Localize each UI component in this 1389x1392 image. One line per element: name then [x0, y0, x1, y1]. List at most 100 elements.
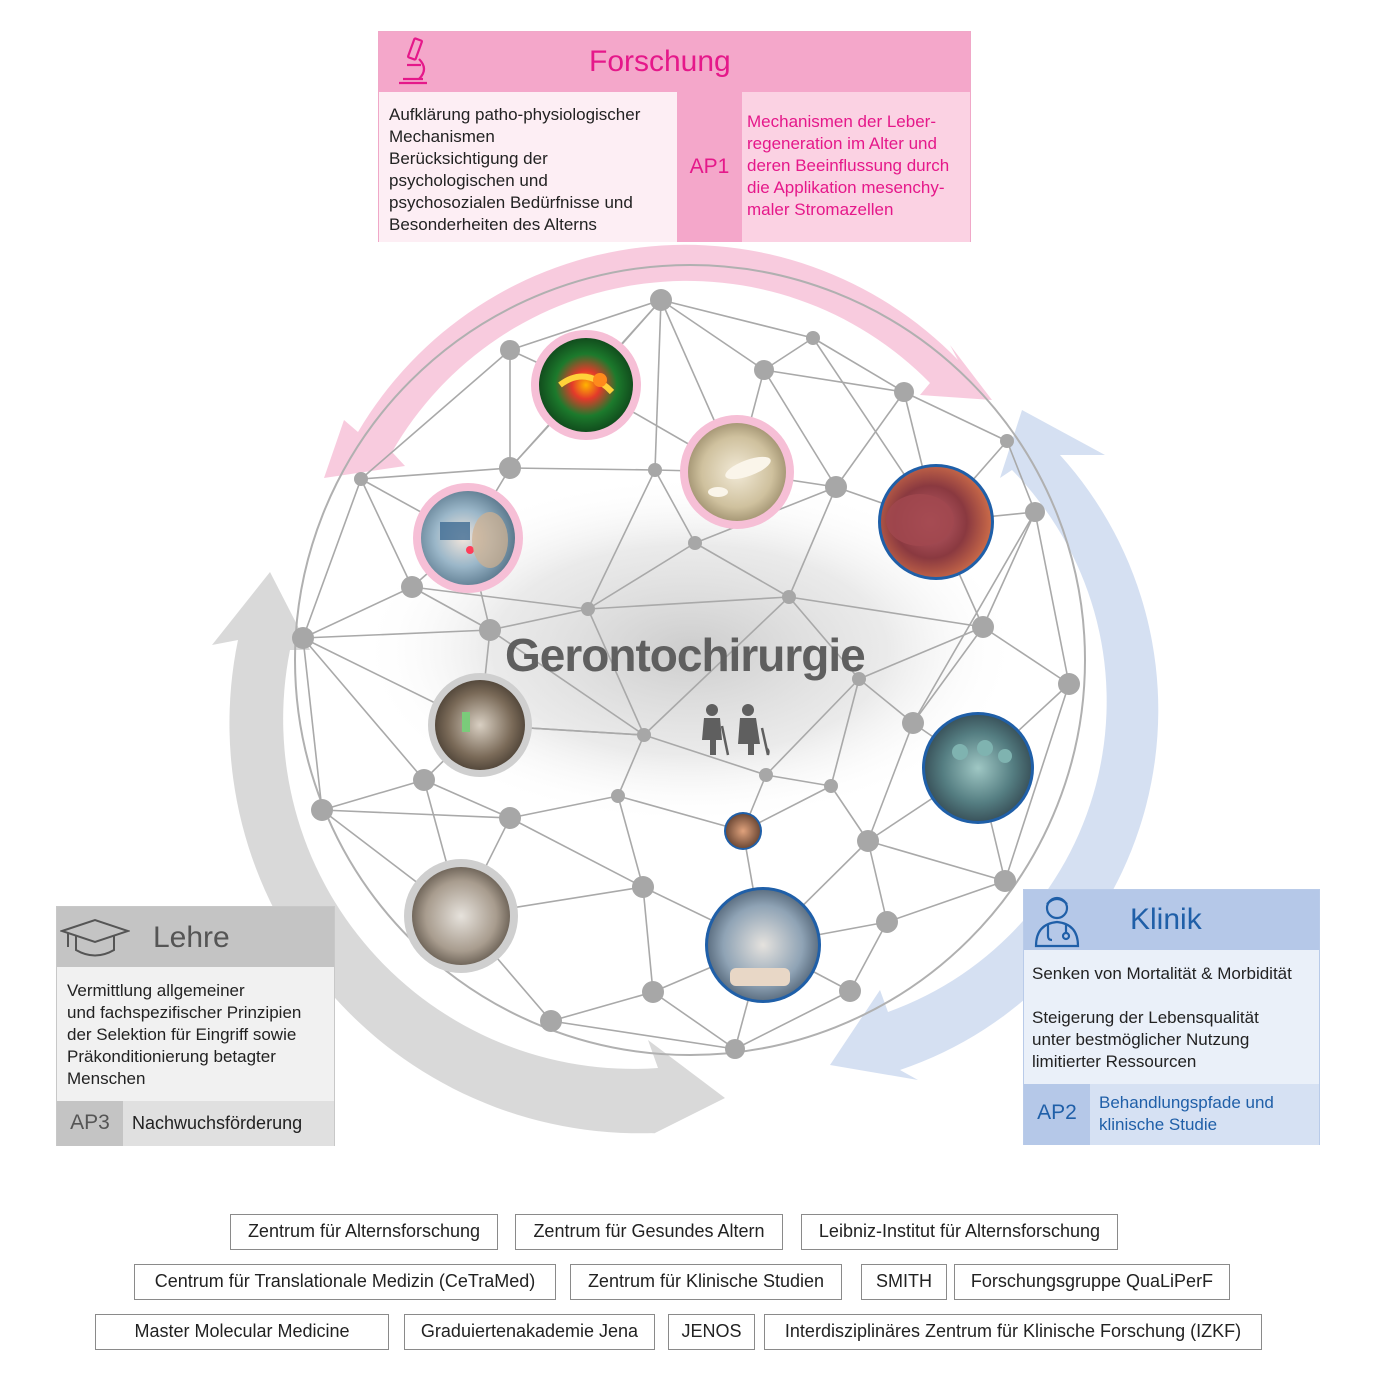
network-edge	[617, 795, 644, 888]
network-edge	[835, 391, 905, 488]
network-edge	[660, 299, 814, 339]
institution-zentrum-gesundes-altern: Zentrum für Gesundes Altern	[515, 1214, 783, 1250]
network-edge	[302, 478, 362, 639]
network-edge	[509, 467, 656, 471]
klinik-title: Klinik	[1130, 903, 1202, 936]
network-edge	[765, 774, 832, 787]
network-node	[401, 576, 423, 598]
institution-leibniz-institut: Leibniz-Institut für Alternsforschung	[801, 1214, 1118, 1250]
institution-izkf: Interdisziplinäres Zentrum für Klinische…	[764, 1314, 1262, 1350]
liver-surgery-photo	[878, 464, 994, 580]
network-node	[824, 779, 838, 793]
network-edge	[321, 809, 511, 819]
lehre-ap-label: AP3	[70, 1111, 110, 1134]
klinik-description-1: Senken von Mortalität & Morbidität	[1032, 964, 1292, 983]
institution-cetramed: Centrum für Translationale Medizin (CeTr…	[134, 1264, 556, 1300]
network-edge	[1034, 511, 1070, 685]
network-edge	[509, 795, 619, 819]
network-node	[500, 340, 520, 360]
network-edge	[642, 886, 654, 993]
klinik-ap-cell	[1024, 1084, 1090, 1145]
network-node	[1000, 434, 1014, 448]
lehre-header: Lehre	[57, 907, 334, 967]
microscope-icon	[399, 37, 427, 85]
lehre-ap-text-cell	[123, 1101, 334, 1146]
network-edge	[550, 1020, 736, 1050]
network-node	[499, 807, 521, 829]
network-edge	[587, 608, 645, 736]
network-node	[825, 476, 847, 498]
network-node	[688, 536, 702, 550]
network-edge	[302, 629, 491, 639]
institution-zentrum-klinische-studien: Zentrum für Klinische Studien	[570, 1264, 842, 1300]
network-edge	[849, 921, 888, 992]
network-edge	[617, 795, 744, 832]
institution-zentrum-alternsforschung: Zentrum für Alternsforschung	[230, 1214, 498, 1250]
network-node	[852, 672, 866, 686]
network-node	[648, 463, 662, 477]
network-node	[782, 590, 796, 604]
network-edge	[830, 785, 869, 842]
network-edge	[302, 586, 413, 639]
forschung-ap-text: Mechanismen der Leber- regeneration im A…	[747, 112, 950, 219]
klinik-header: Klinik	[1024, 890, 1319, 950]
network-node	[894, 382, 914, 402]
network-edge	[321, 779, 425, 811]
forschung-header: Forschung	[379, 32, 970, 92]
forschung-panel: Forschung Aufklärung patho-physiologisch…	[378, 31, 971, 242]
institution-smith: SMITH	[861, 1264, 947, 1300]
network-edge	[360, 467, 511, 480]
network-node	[581, 602, 595, 616]
network-node	[1025, 502, 1045, 522]
network-edge	[617, 734, 645, 797]
network-edge	[660, 299, 765, 371]
network-edge	[1006, 440, 1036, 513]
graduation-cap-icon	[60, 918, 130, 957]
network-edge	[509, 817, 644, 888]
tissue-sample-photo	[680, 415, 794, 529]
center-title: Gerontochirurgie	[505, 629, 866, 681]
forschung-description: Aufklärung patho-physiologischer Mechani…	[389, 105, 641, 234]
network-node	[994, 870, 1016, 892]
network-node	[839, 980, 861, 1002]
network-node	[972, 616, 994, 638]
elderly-couple-icon	[702, 704, 770, 756]
network-node	[311, 799, 333, 821]
network-node	[540, 1010, 562, 1032]
network-edge	[912, 626, 984, 724]
forschung-ap-text-cell	[742, 92, 970, 242]
institution-jenos: JENOS	[668, 1314, 755, 1350]
network-edge	[550, 991, 654, 1022]
surgical-team-photo	[922, 712, 1034, 824]
klinik-ap-text-cell	[1090, 1084, 1319, 1145]
network-edge	[858, 678, 914, 724]
network-edge	[858, 626, 984, 680]
network-edge	[302, 637, 425, 781]
network-node	[637, 728, 651, 742]
network-edge	[489, 629, 645, 736]
network-edge	[587, 542, 696, 610]
intensive-care-patient-photo	[705, 887, 821, 1003]
network-node	[642, 981, 664, 1003]
network-edge	[867, 840, 1006, 882]
doctor-icon	[1034, 896, 1080, 948]
network-edge	[360, 349, 511, 480]
klinik-panel: Klinik Senken von Mortalität & Morbiditä…	[1023, 889, 1320, 1145]
network-node	[354, 472, 368, 486]
student-audience-photo	[404, 859, 518, 973]
network-edge	[886, 880, 1006, 923]
network-node	[806, 331, 820, 345]
network-edge	[788, 596, 860, 680]
lehre-description: Vermittlung allgemeiner und fachspezifis…	[67, 981, 302, 1088]
network-nodes	[292, 289, 1080, 1059]
network-node	[611, 789, 625, 803]
network-edge	[587, 596, 790, 610]
institution-qualiperf: Forschungsgruppe QuaLiPerF	[954, 1264, 1230, 1300]
lehre-ap-cell	[57, 1101, 123, 1146]
network-node	[725, 1039, 745, 1059]
network-edge	[643, 734, 767, 776]
network-edge	[765, 678, 860, 776]
network-edge	[867, 840, 888, 923]
klinik-ap-label: AP2	[1037, 1101, 1077, 1124]
network-node	[1058, 673, 1080, 695]
